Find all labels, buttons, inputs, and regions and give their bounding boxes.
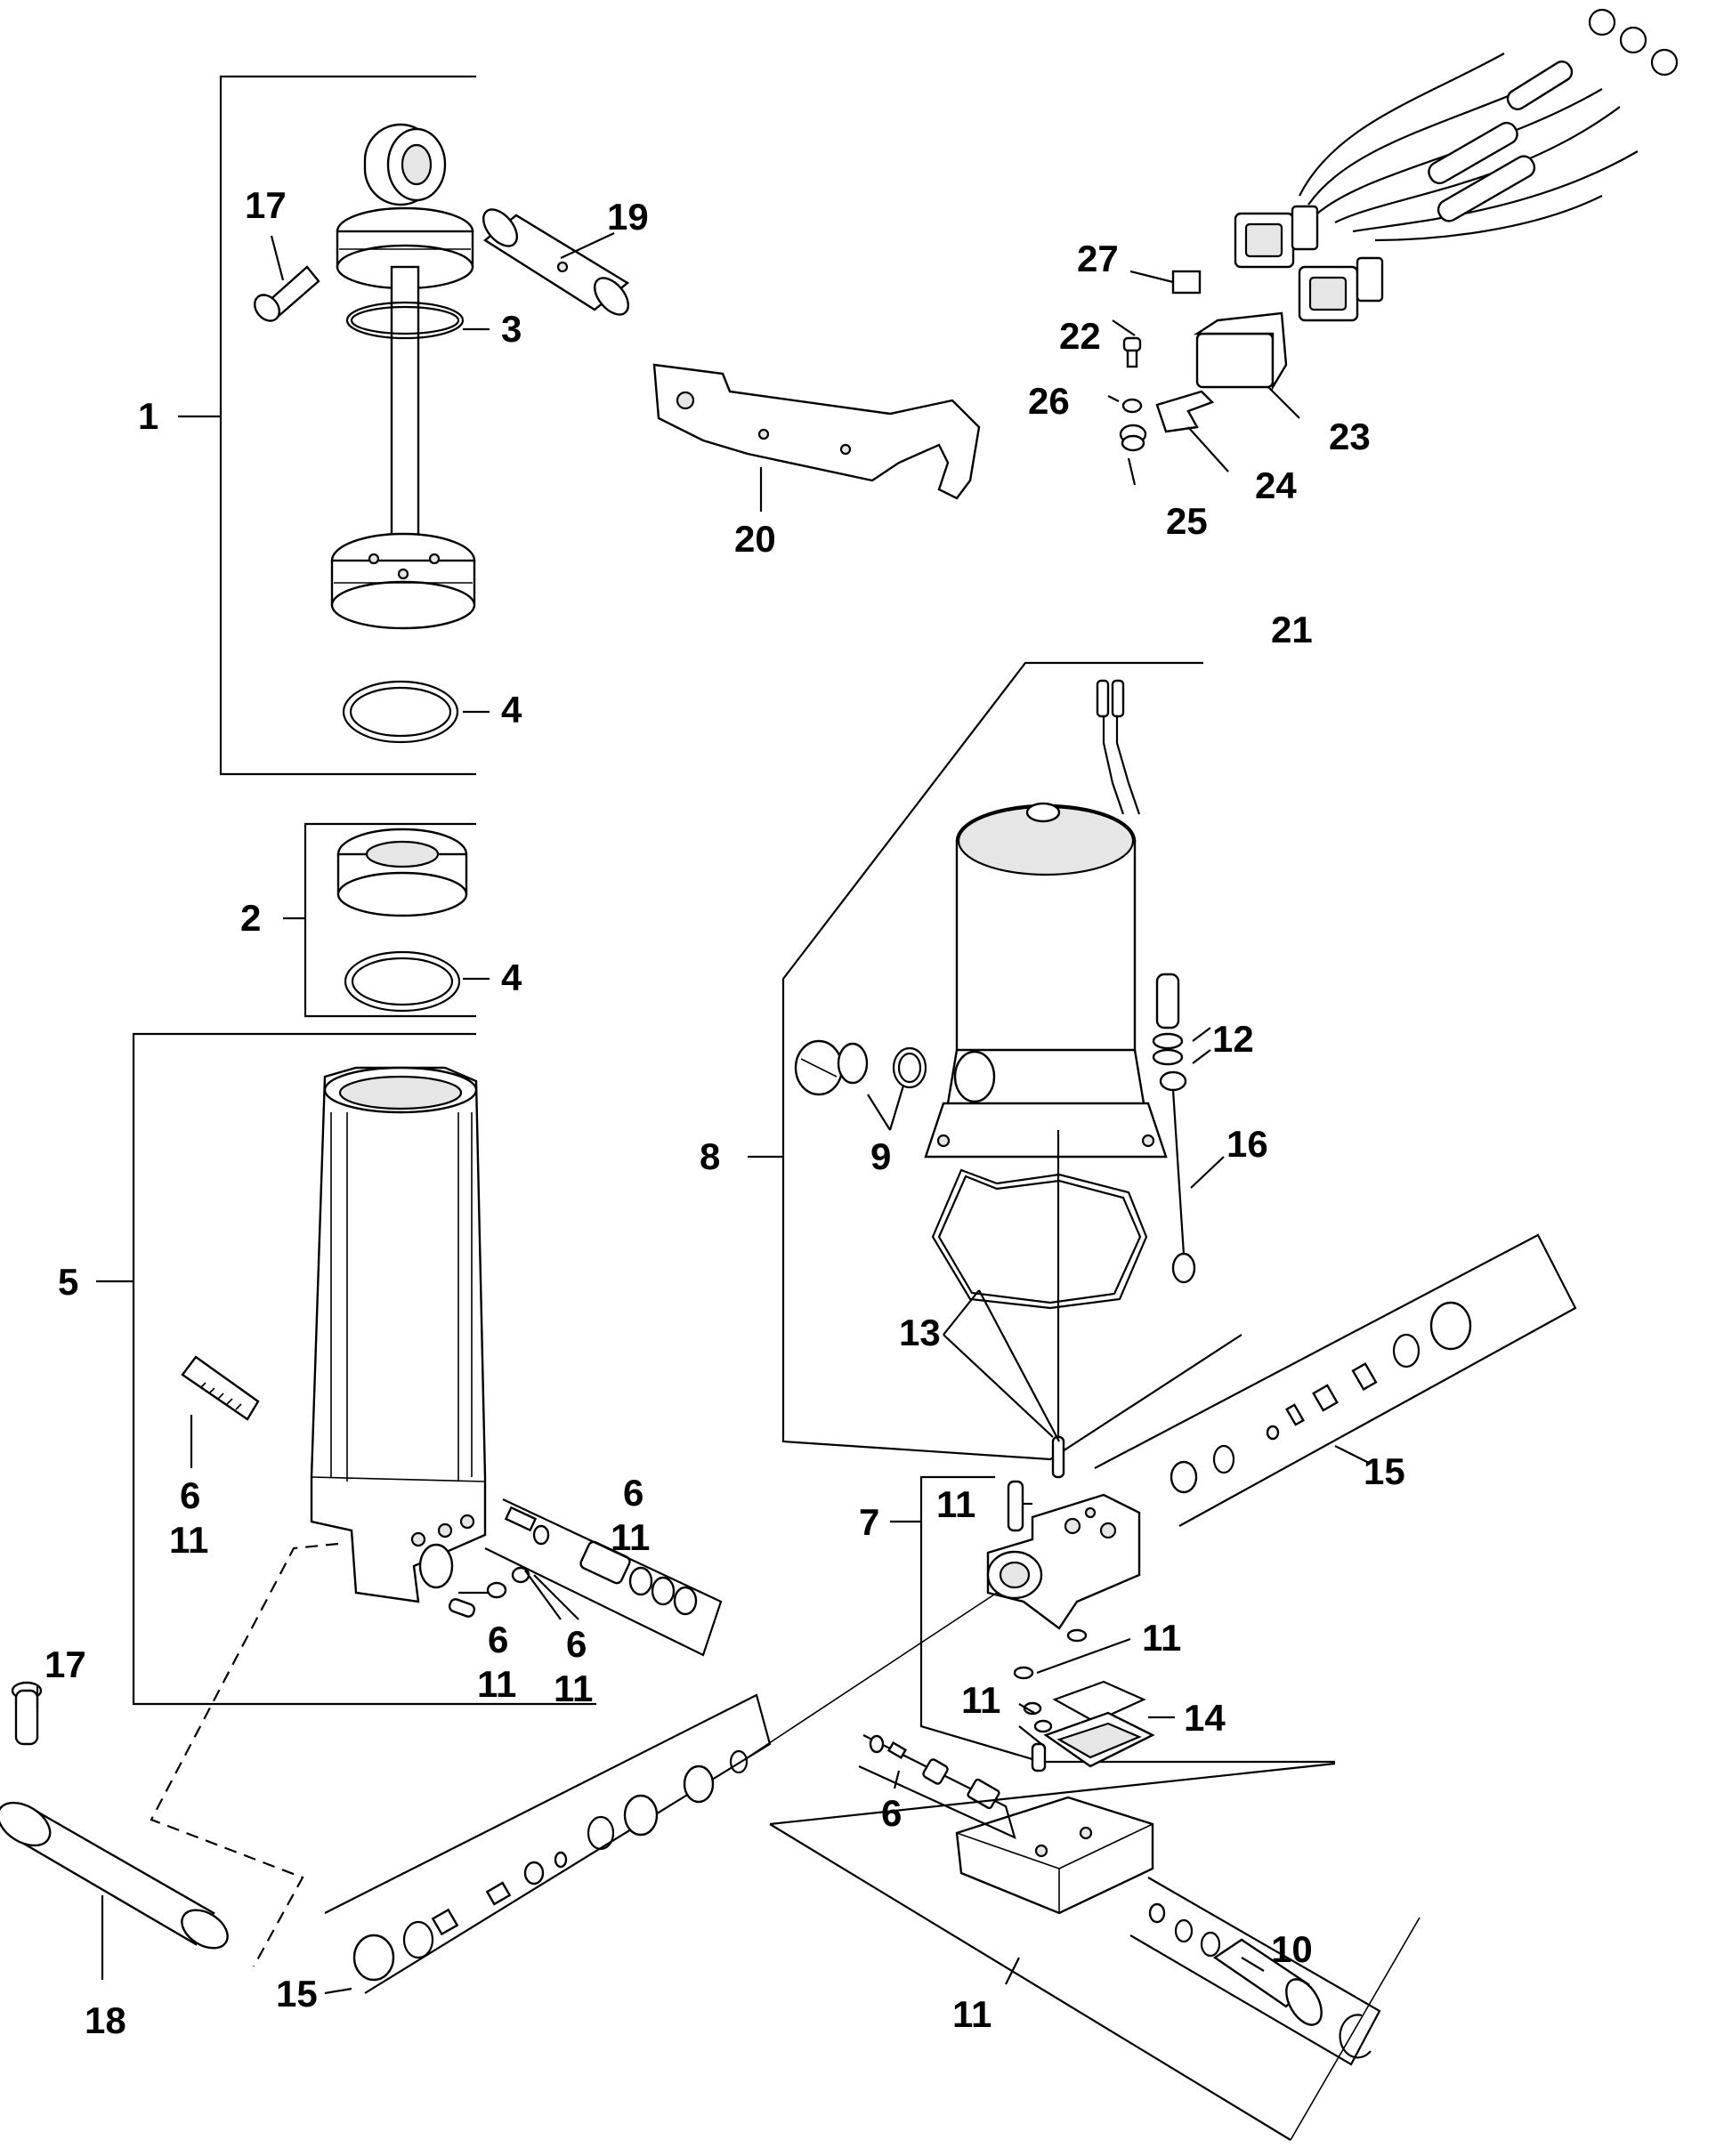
valve-string-15-right <box>1094 1233 1577 1527</box>
callout-3: 3 <box>501 308 522 350</box>
screw-22 <box>1122 336 1142 368</box>
pump-base <box>955 1796 1154 1915</box>
cylinder-valve-parts <box>448 1498 723 1657</box>
small-seals-11 <box>1013 1628 1088 1772</box>
callout-6-cylinder: 6 <box>623 1472 644 1514</box>
valve-string-15-left <box>324 1693 772 1994</box>
bracket-group-5 <box>96 1032 596 1706</box>
callout-22: 22 <box>1059 315 1101 357</box>
callout-6-valve: 6 <box>881 1792 902 1834</box>
callout-11-base-a: 11 <box>477 1663 516 1705</box>
callout-19: 19 <box>607 196 649 238</box>
callout-8: 8 <box>700 1135 720 1177</box>
screw-12 <box>1152 973 1184 1066</box>
callout-5: 5 <box>58 1261 78 1303</box>
bracket-group-7 <box>890 1475 1335 1764</box>
callout-4-lower: 4 <box>501 957 522 998</box>
callout-15-right: 15 <box>1364 1450 1405 1492</box>
callout-11-cylinder: 11 <box>611 1516 650 1558</box>
callout-11-filter: 11 <box>961 1679 1000 1721</box>
callout-26: 26 <box>1028 380 1070 422</box>
bracket-20 <box>652 363 981 500</box>
callout-21: 21 <box>1271 609 1313 650</box>
bracket-group-2 <box>283 822 476 1018</box>
callout-15-left: 15 <box>276 1973 318 2015</box>
gasket-13 <box>931 1168 1148 1310</box>
callout-6-left: 6 <box>180 1474 200 1516</box>
callout-labels: 1 2 3 4 4 5 6 11 6 11 6 11 6 11 6 7 8 9 … <box>45 184 1405 2041</box>
plug-9 <box>794 1039 927 1096</box>
callout-6-base-a: 6 <box>488 1619 508 1660</box>
callout-17-lower: 17 <box>45 1643 86 1685</box>
grommet-25 <box>1119 424 1147 452</box>
callout-25: 25 <box>1166 500 1208 542</box>
cylinder-rod-assembly <box>330 123 476 744</box>
callout-11-manifold: 11 <box>936 1483 975 1525</box>
manual-release-valve-10 <box>769 1762 1381 2141</box>
bracket-group-21 <box>748 661 1242 1461</box>
pivot-pin-18 <box>0 1801 229 1950</box>
callout-2: 2 <box>240 897 261 939</box>
callout-20: 20 <box>734 518 776 560</box>
filter-14 <box>1043 1680 1155 1768</box>
callout-23: 23 <box>1329 416 1371 457</box>
callout-16: 16 <box>1226 1123 1268 1165</box>
cylinder-body-5 <box>310 1066 487 1603</box>
piston-2 <box>336 828 468 1013</box>
callout-14: 14 <box>1184 1697 1226 1739</box>
callout-6-base-b: 6 <box>566 1623 587 1665</box>
callout-11-left: 11 <box>169 1519 208 1561</box>
ground-wire-16 <box>1159 1070 1196 1284</box>
callout-18: 18 <box>85 1999 126 2041</box>
relay-23 <box>1193 311 1288 392</box>
bracket-24 <box>1155 390 1215 433</box>
bracket-group-1 <box>178 75 476 776</box>
trim-motor <box>924 679 1168 1159</box>
callout-17-upper: 17 <box>245 184 287 226</box>
callout-1: 1 <box>138 395 158 437</box>
callout-4-upper: 4 <box>501 689 522 731</box>
callout-11-seal: 11 <box>1142 1617 1181 1659</box>
dowel-pin <box>1051 1435 1065 1479</box>
bolt-6-left <box>181 1355 260 1421</box>
callout-7: 7 <box>859 1501 879 1543</box>
pin-19 <box>482 208 630 316</box>
alignment-dashed-line <box>150 1542 339 1967</box>
valve-parts-6 <box>858 1734 1016 1839</box>
clevis-pin-17-lower <box>11 1681 43 1746</box>
callout-27: 27 <box>1077 238 1119 279</box>
callout-13: 13 <box>899 1312 941 1353</box>
pump-manifold <box>986 1480 1141 1630</box>
callout-10: 10 <box>1271 1928 1313 1970</box>
clevis-pin-17-upper <box>254 265 320 322</box>
label-27 <box>1171 270 1202 295</box>
washer-26 <box>1121 398 1143 414</box>
wiring-harness <box>1234 8 1679 322</box>
callout-9: 9 <box>870 1135 891 1177</box>
callout-12: 12 <box>1212 1018 1254 1060</box>
callout-11-base: 11 <box>952 1993 992 2035</box>
callout-11-base-b: 11 <box>554 1667 593 1709</box>
leader-lines <box>36 232 1372 1995</box>
callout-24: 24 <box>1255 464 1297 506</box>
